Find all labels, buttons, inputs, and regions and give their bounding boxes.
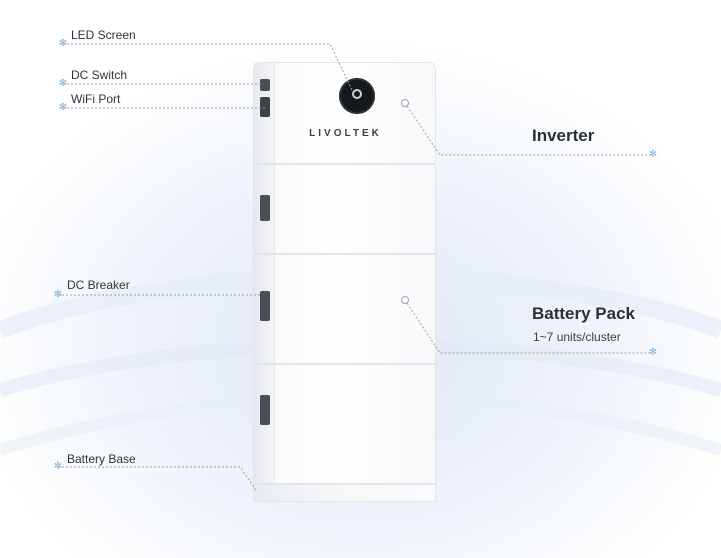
inverter-anchor-dot bbox=[401, 99, 409, 107]
inverter-leader bbox=[404, 102, 652, 156]
fan-marker-icon: ✻ bbox=[58, 102, 68, 113]
dc-breaker-switch bbox=[260, 195, 270, 221]
led-screen-icon bbox=[339, 78, 375, 114]
inverter-side-panel bbox=[254, 63, 275, 163]
fan-marker-icon: ✻ bbox=[648, 149, 658, 160]
fan-marker-icon: ✻ bbox=[58, 78, 68, 89]
energy-storage-stack: LIVOLTEK bbox=[253, 62, 436, 502]
wifi-port-label: WiFi Port bbox=[71, 92, 121, 106]
inverter-unit: LIVOLTEK bbox=[253, 62, 436, 164]
led-screen-label: LED Screen bbox=[71, 28, 136, 42]
inverter-label: Inverter bbox=[532, 126, 595, 145]
dc-switch-port bbox=[260, 79, 270, 91]
battery-base-label: Battery Base bbox=[67, 452, 136, 466]
fan-marker-icon: ✻ bbox=[58, 38, 68, 49]
brand-logo: LIVOLTEK bbox=[309, 128, 382, 139]
dc-switch-label: DC Switch bbox=[71, 68, 128, 82]
dc-breaker-label: DC Breaker bbox=[67, 278, 130, 292]
dc-breaker-switch bbox=[260, 291, 270, 321]
battery-pack-label: Battery Pack bbox=[532, 304, 636, 323]
battery-module bbox=[253, 254, 436, 364]
fan-marker-icon: ✻ bbox=[53, 289, 63, 300]
battery-pack-leader bbox=[404, 299, 652, 354]
battery-base-leader bbox=[58, 466, 257, 491]
led-screen-leader bbox=[63, 43, 353, 91]
battery-module bbox=[253, 164, 436, 254]
battery-module bbox=[253, 364, 436, 484]
wifi-port bbox=[260, 97, 270, 117]
dc-breaker-switch bbox=[260, 395, 270, 425]
battery-base-unit bbox=[253, 484, 436, 502]
battery-pack-units-label: 1~7 units/cluster bbox=[533, 330, 621, 344]
fan-marker-icon: ✻ bbox=[53, 461, 63, 472]
fan-marker-icon: ✻ bbox=[648, 347, 658, 358]
battery-pack-anchor-dot bbox=[401, 296, 409, 304]
